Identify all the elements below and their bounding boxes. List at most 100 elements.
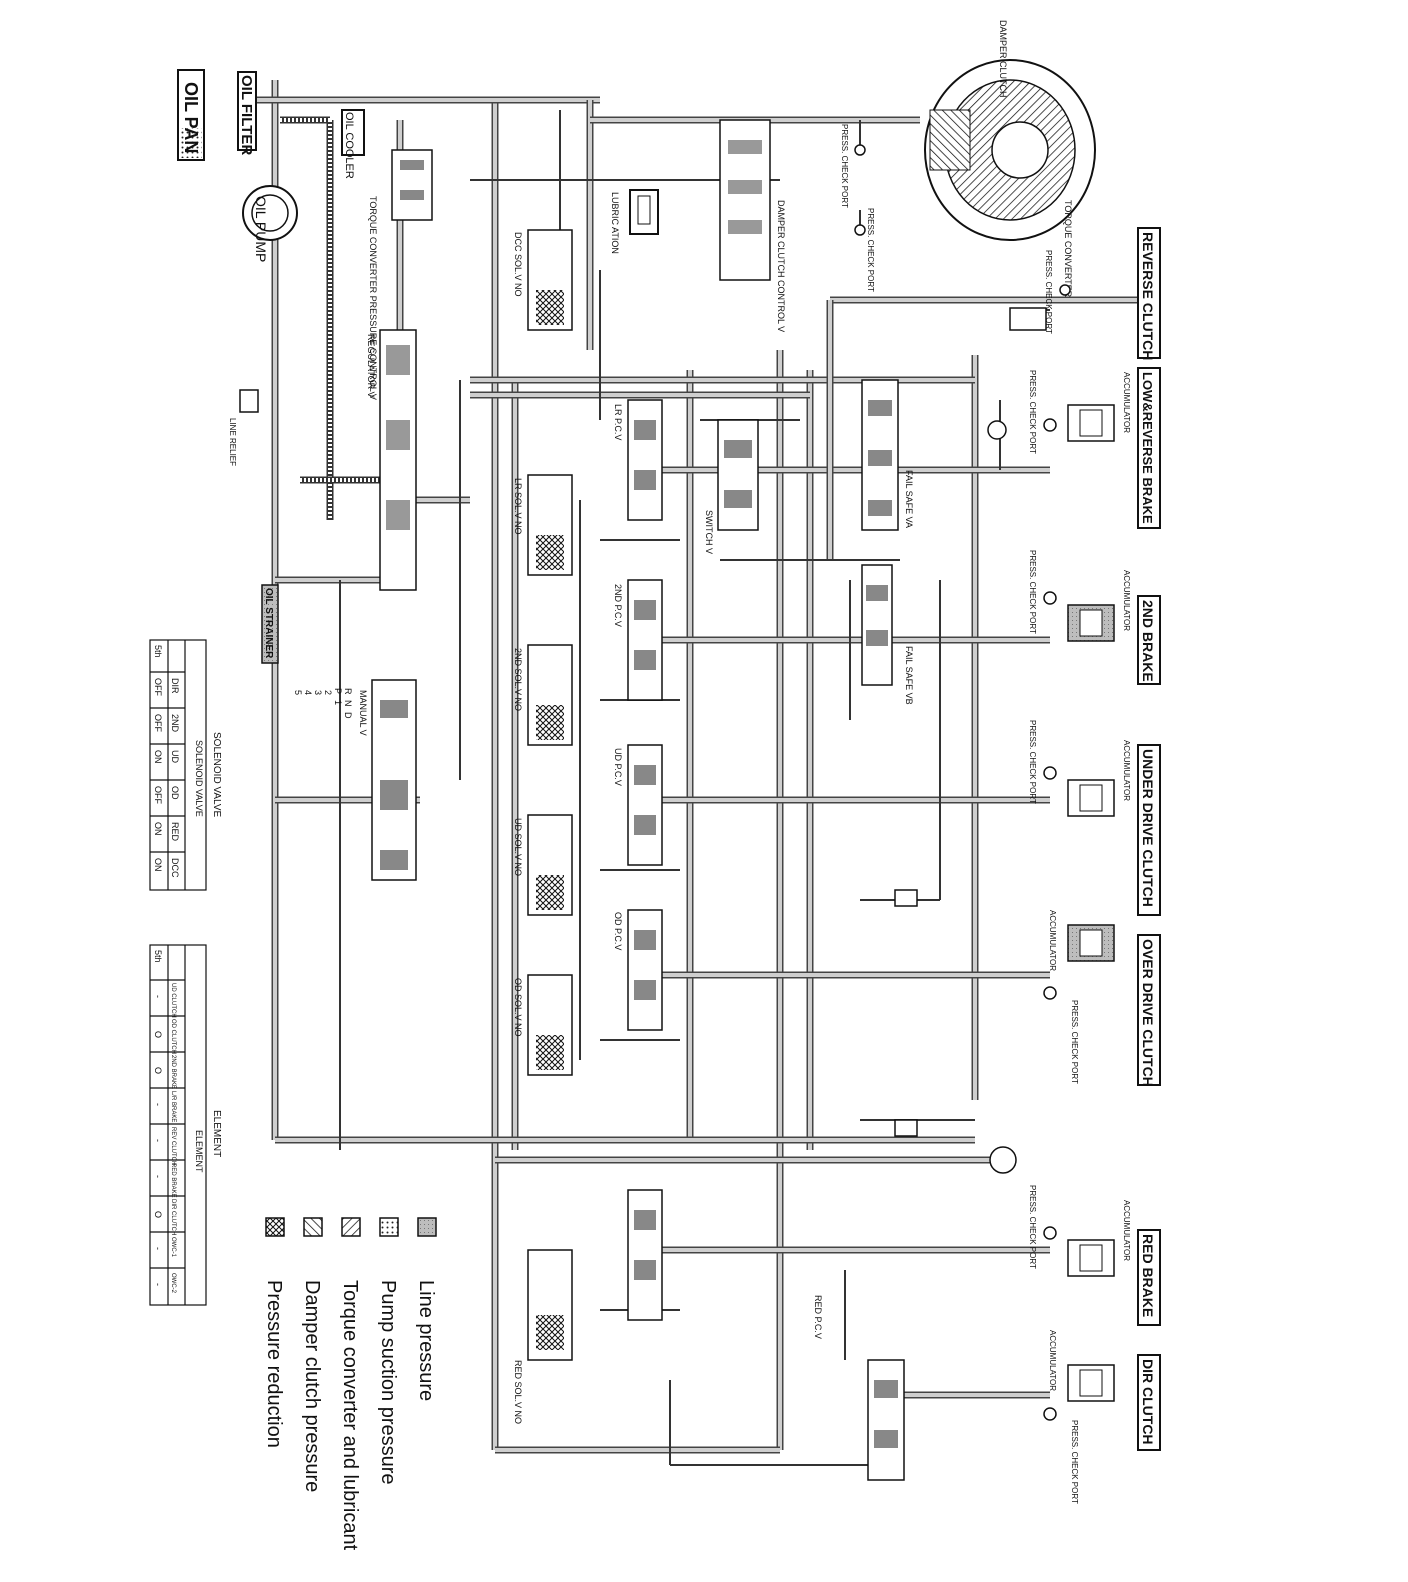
dcc-solenoid-valve: DCC SOL.V NO <box>513 229 573 331</box>
svg-text:UD CLUTCH: UD CLUTCH <box>170 983 176 1018</box>
manual-position-r: R <box>343 688 353 695</box>
red-solenoid-valve: RED SOL.V NO <box>513 1249 573 1424</box>
manual-position-d: D <box>343 712 353 719</box>
svg-text:PRESS. CHECK PORT: PRESS. CHECK PORT <box>1028 550 1037 634</box>
svg-text:OFF: OFF <box>153 714 163 732</box>
svg-text:LOW&REVERSE BRAKE: LOW&REVERSE BRAKE <box>1140 372 1155 524</box>
svg-text:RED BRAKE: RED BRAKE <box>170 1163 176 1198</box>
svg-text:FAIL SAFE VA: FAIL SAFE VA <box>904 470 914 528</box>
svg-text:PRESS. CHECK PORT: PRESS. CHECK PORT <box>1028 370 1037 454</box>
svg-text:2ND BRAKE: 2ND BRAKE <box>1140 600 1156 682</box>
hydraulic-lines <box>250 80 1140 1466</box>
legend-line-pressure: Line pressure <box>415 1217 437 1401</box>
svg-text:ACCUMULATOR: ACCUMULATOR <box>1122 1200 1131 1261</box>
svg-text:PRESS. CHECK PORT: PRESS. CHECK PORT <box>1070 1000 1079 1084</box>
orifice-2 <box>894 1119 918 1137</box>
bottom-valve <box>867 1359 905 1481</box>
svg-text:OIL COOLER: OIL COOLER <box>343 112 355 179</box>
svg-text:Pump suction pressure: Pump suction pressure <box>377 1280 399 1485</box>
od-pcv: OD P.C.V <box>613 909 663 1031</box>
legend: Line pressure Pump suction pressure Torq… <box>263 1217 437 1551</box>
svg-text:LUBRIC ATION: LUBRIC ATION <box>610 192 620 254</box>
low-reverse-brake-box: LOW&REVERSE BRAKE <box>1137 367 1161 529</box>
svg-text:PRESS. CHECK PORT: PRESS. CHECK PORT <box>1028 720 1037 804</box>
svg-text:ON: ON <box>153 750 163 764</box>
oil-pump: OIL PUMP <box>242 185 298 262</box>
manual-position-n: N <box>343 700 353 707</box>
svg-text:-: - <box>153 1103 163 1106</box>
svg-text:Pressure reduction: Pressure reduction <box>263 1280 285 1448</box>
manual-position-2: 2 <box>323 690 333 695</box>
svg-text:L/R BRAKE: L/R BRAKE <box>170 1091 176 1122</box>
accumulator-ud: ACCUMULATOR PRESS. CHECK PORT <box>1028 720 1131 817</box>
od-solenoid-valve: OD SOL.V NO <box>513 974 573 1076</box>
press-check-port-top-2: PRESS. CHECK PORT <box>854 208 875 292</box>
svg-text:RED: RED <box>170 822 180 842</box>
switch-valve: SWITCH V <box>704 419 759 554</box>
reverse-check-valve <box>1009 307 1047 331</box>
svg-text:5th: 5th <box>153 645 163 658</box>
svg-text:OFF: OFF <box>153 678 163 696</box>
svg-text:RED BRAKE: RED BRAKE <box>1140 1234 1156 1317</box>
svg-text:UD SOL.V NO: UD SOL.V NO <box>513 818 523 876</box>
svg-text:OWC-1: OWC-1 <box>170 1237 176 1258</box>
svg-text:REGULATOR V: REGULATOR V <box>366 334 376 398</box>
svg-text:ON: ON <box>153 858 163 872</box>
svg-text:-: - <box>153 1139 163 1142</box>
reverse-clutch-box: REVERSE CLUTCH <box>1137 227 1161 360</box>
second-pcv: 2ND P.C.V <box>613 579 663 701</box>
svg-text:OD SOL.V NO: OD SOL.V NO <box>513 978 523 1037</box>
check-ball-lr <box>987 420 1007 440</box>
svg-text:DIR CLUTCH: DIR CLUTCH <box>1140 1359 1156 1445</box>
svg-text:DCC: DCC <box>170 858 180 878</box>
manual-position-3: 3 <box>313 690 323 695</box>
svg-text:OIL STRAINER: OIL STRAINER <box>263 588 274 659</box>
legend-pump-suction: Pump suction pressure <box>377 1217 399 1485</box>
second-solenoid-valve: 2ND SOL.V NO <box>513 644 573 746</box>
line-relief-valve: LINE RELIEF <box>228 389 259 466</box>
svg-text:-: - <box>153 1175 163 1178</box>
svg-text:2ND: 2ND <box>170 714 180 733</box>
svg-text:2ND SOL.V NO: 2ND SOL.V NO <box>513 648 523 711</box>
svg-text:PRESS. CHECK PORT: PRESS. CHECK PORT <box>840 124 849 208</box>
svg-text:OIL PUMP: OIL PUMP <box>253 196 269 262</box>
svg-text:OVER DRIVE CLUTCH: OVER DRIVE CLUTCH <box>1140 939 1156 1087</box>
accumulator-od: ACCUMULATOR PRESS. CHECK PORT <box>1043 910 1115 1084</box>
manual-position-p: P <box>333 688 343 694</box>
svg-text:ACCUMULATOR: ACCUMULATOR <box>1048 910 1057 971</box>
lr-pcv: LR P.C.V <box>613 399 663 521</box>
svg-text:DAMPER CLUTCH: DAMPER CLUTCH <box>998 20 1008 98</box>
solenoid-valve-table: SOLENOID VALVE SOLENOID VALVE DIR 2ND UD… <box>149 639 222 891</box>
svg-text:O: O <box>153 1031 163 1038</box>
legend-pressure-reduction: Pressure reduction <box>263 1217 285 1448</box>
svg-text:UNDER DRIVE CLUTCH: UNDER DRIVE CLUTCH <box>1140 749 1156 907</box>
svg-text:LR SOL.V NO: LR SOL.V NO <box>513 478 523 535</box>
red-pcv: RED P.C.V <box>627 1189 823 1339</box>
fail-safe-valve-b: FAIL SAFE VB <box>861 564 914 705</box>
svg-text:SWITCH V: SWITCH V <box>704 510 714 554</box>
svg-text:FAIL SAFE VB: FAIL SAFE VB <box>904 646 914 705</box>
ud-solenoid-valve: UD SOL.V NO <box>513 814 573 916</box>
svg-text:OWC-2: OWC-2 <box>170 1273 176 1294</box>
svg-text:UD P.C.V: UD P.C.V <box>613 748 623 786</box>
oil-filter: OIL FILTER <box>237 71 257 155</box>
svg-text:OD: OD <box>170 786 180 800</box>
svg-text:PRESS. CHECK PORT: PRESS. CHECK PORT <box>866 208 875 292</box>
svg-text:OD P.C.V: OD P.C.V <box>613 912 623 950</box>
svg-text:O: O <box>153 1211 163 1218</box>
svg-text:5th: 5th <box>153 950 163 963</box>
dir-clutch-box: DIR CLUTCH <box>1137 1354 1161 1451</box>
legend-torque-converter: Torque converter and lubricant <box>339 1217 361 1551</box>
svg-text:ACCUMULATOR: ACCUMULATOR <box>1122 372 1131 433</box>
accumulator-red: ACCUMULATOR PRESS. CHECK PORT <box>1028 1185 1131 1277</box>
red-brake-box: RED BRAKE <box>1137 1229 1161 1326</box>
svg-text:DIR CLUTCH: DIR CLUTCH <box>170 1199 176 1235</box>
svg-text:PRESS. CHECK PORT: PRESS. CHECK PORT <box>1028 1185 1037 1269</box>
oil-strainer: OIL STRAINER <box>261 584 279 664</box>
svg-text:RED P.C.V: RED P.C.V <box>813 1295 823 1339</box>
svg-text:PRESS. CHECK PORT: PRESS. CHECK PORT <box>1044 250 1053 334</box>
svg-text:OIL FILTER: OIL FILTER <box>238 75 255 155</box>
torque-converter: TORQUE CONVERTER DAMPER CLUTCH <box>924 20 1096 298</box>
manual-position-5: 5 <box>293 690 303 695</box>
